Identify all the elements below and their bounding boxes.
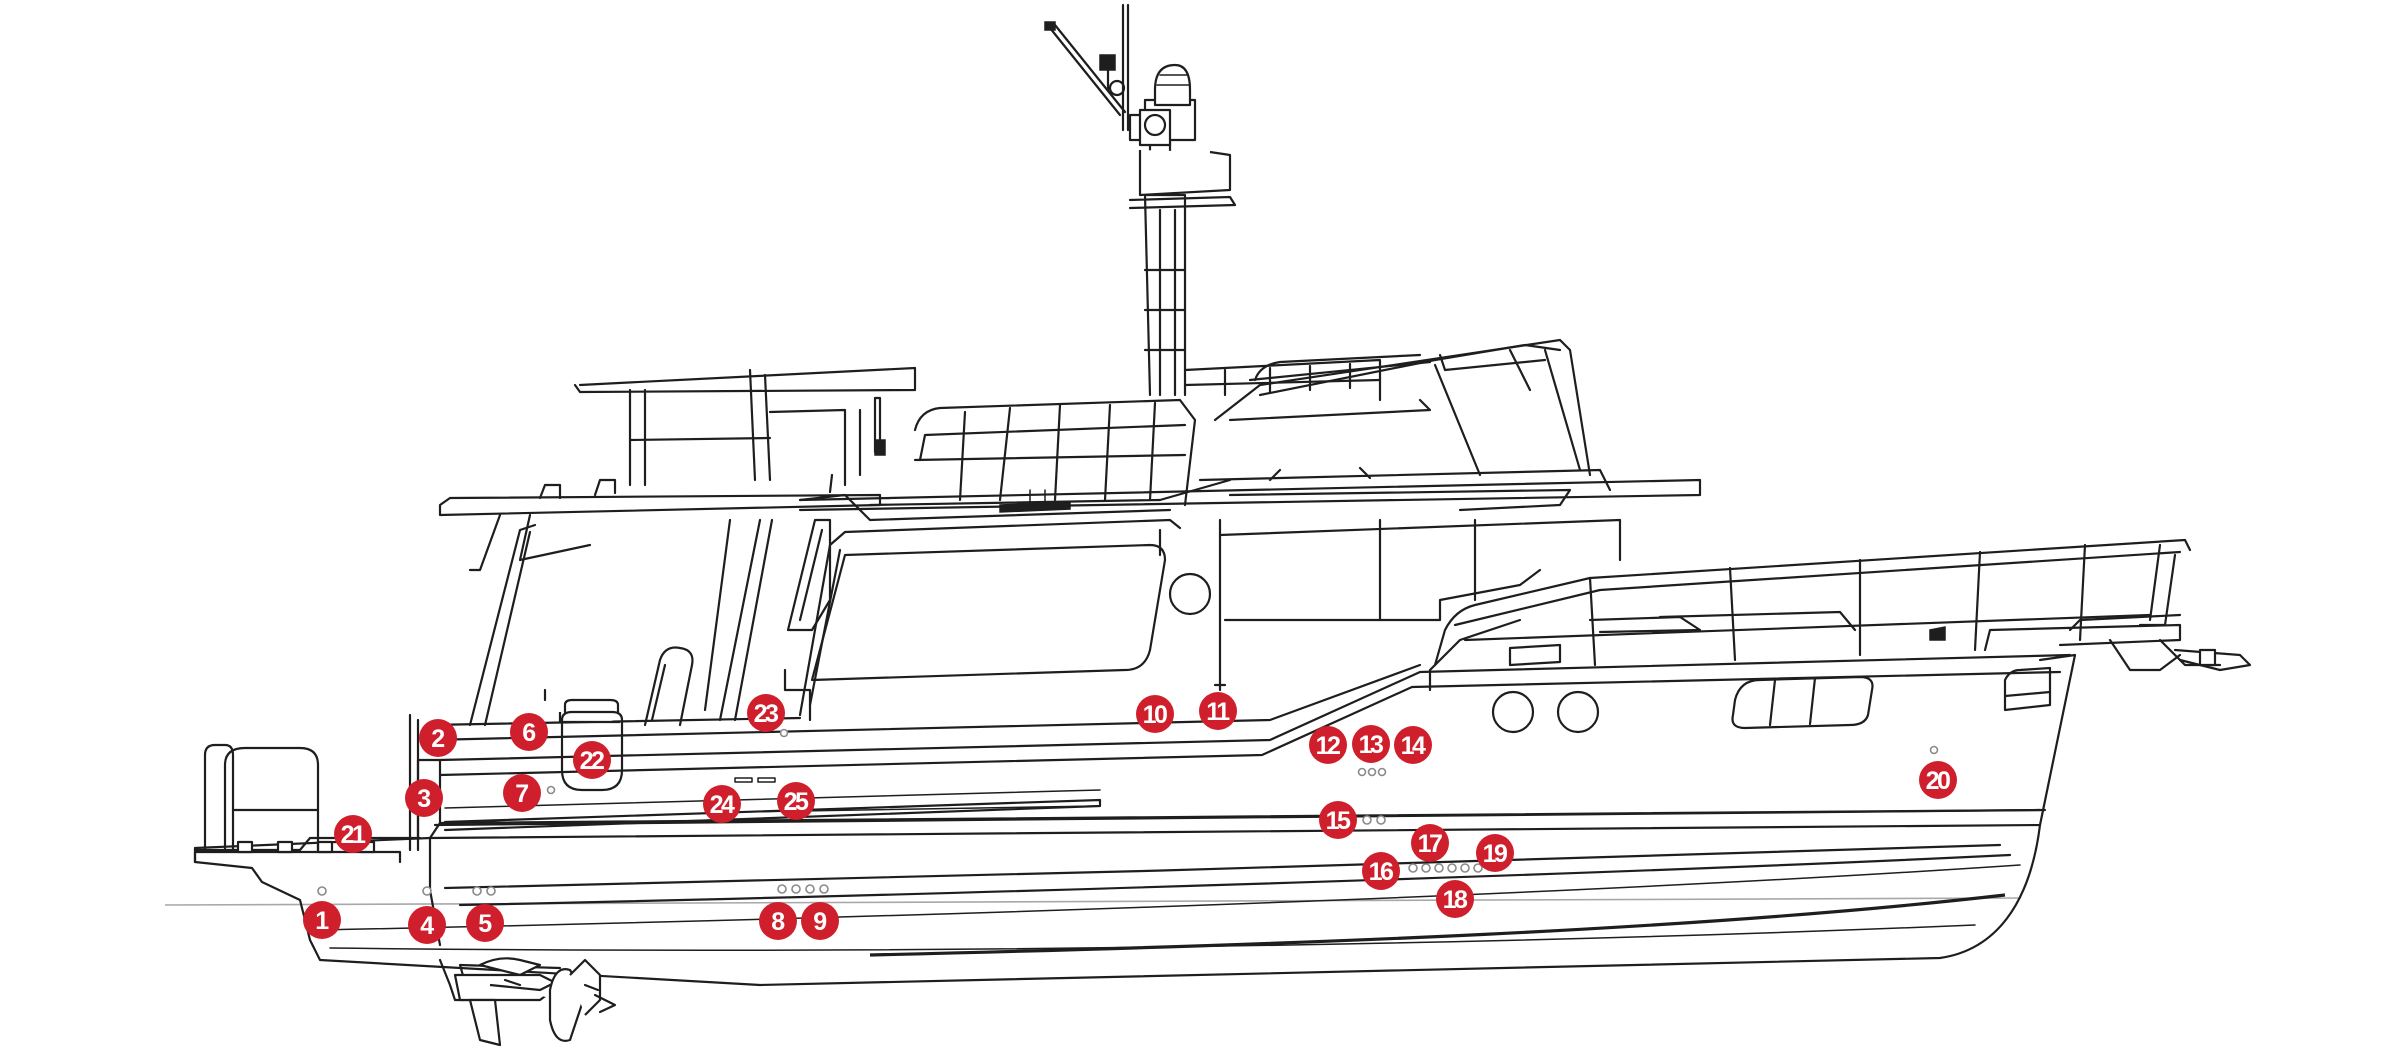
marker-15[interactable]: 15	[1319, 801, 1357, 839]
marker-12[interactable]: 12	[1309, 726, 1347, 764]
svg-text:9: 9	[813, 908, 826, 936]
marker-16[interactable]: 16	[1362, 852, 1400, 890]
marker-11[interactable]: 11	[1199, 692, 1237, 730]
marker-2[interactable]: 2	[419, 719, 457, 757]
marker-3[interactable]: 3	[405, 779, 443, 817]
marker-18[interactable]: 18	[1436, 880, 1474, 918]
marker-layer: 1 2 3 4 5 6 7 8	[303, 692, 1957, 944]
marker-21[interactable]: 21	[334, 815, 372, 853]
upper-deck	[438, 366, 1702, 572]
marker-1[interactable]: 1	[303, 901, 341, 939]
svg-text:19: 19	[1483, 840, 1507, 868]
marker-10[interactable]: 10	[1136, 695, 1174, 733]
svg-text:7: 7	[515, 780, 528, 808]
svg-text:20: 20	[1926, 767, 1950, 795]
svg-text:3: 3	[417, 785, 430, 813]
marker-25[interactable]: 25	[777, 782, 815, 820]
marker-22[interactable]: 22	[573, 741, 611, 779]
marker-19[interactable]: 19	[1476, 834, 1514, 872]
svg-text:15: 15	[1326, 807, 1351, 835]
svg-text:2: 2	[431, 725, 444, 753]
svg-text:17: 17	[1418, 830, 1442, 858]
propulsion	[438, 957, 617, 1047]
marker-6[interactable]: 6	[510, 713, 548, 751]
svg-text:24: 24	[710, 791, 735, 819]
svg-text:16: 16	[1369, 858, 1393, 886]
marker-4[interactable]: 4	[408, 906, 446, 944]
marker-13[interactable]: 13	[1352, 725, 1390, 763]
svg-text:25: 25	[784, 788, 809, 816]
thru-hull-dots	[317, 728, 1939, 896]
waterline	[164, 897, 2021, 906]
bow-rail	[1433, 538, 2252, 672]
marker-9[interactable]: 9	[801, 902, 839, 940]
svg-text:6: 6	[522, 719, 535, 747]
svg-text:14: 14	[1401, 732, 1426, 760]
marker-14[interactable]: 14	[1394, 726, 1432, 764]
marker-8[interactable]: 8	[759, 902, 797, 940]
marker-20[interactable]: 20	[1919, 761, 1957, 799]
deck-house	[428, 518, 2072, 832]
svg-text:21: 21	[341, 821, 366, 849]
saloon	[783, 518, 1622, 722]
hull-windows	[1491, 666, 2052, 734]
marker-7[interactable]: 7	[503, 774, 541, 812]
radar-mast	[1044, 3, 1382, 402]
marker-23[interactable]: 23	[747, 694, 785, 732]
svg-text:12: 12	[1316, 732, 1340, 760]
svg-text:22: 22	[580, 747, 604, 775]
svg-text:13: 13	[1359, 731, 1383, 759]
svg-text:18: 18	[1443, 886, 1468, 914]
marker-24[interactable]: 24	[703, 785, 741, 823]
marker-5[interactable]: 5	[466, 904, 504, 942]
windscreen	[1213, 338, 1592, 477]
marker-17[interactable]: 17	[1411, 824, 1449, 862]
svg-text:10: 10	[1143, 701, 1167, 729]
svg-text:23: 23	[754, 700, 778, 728]
svg-text:11: 11	[1206, 698, 1230, 726]
